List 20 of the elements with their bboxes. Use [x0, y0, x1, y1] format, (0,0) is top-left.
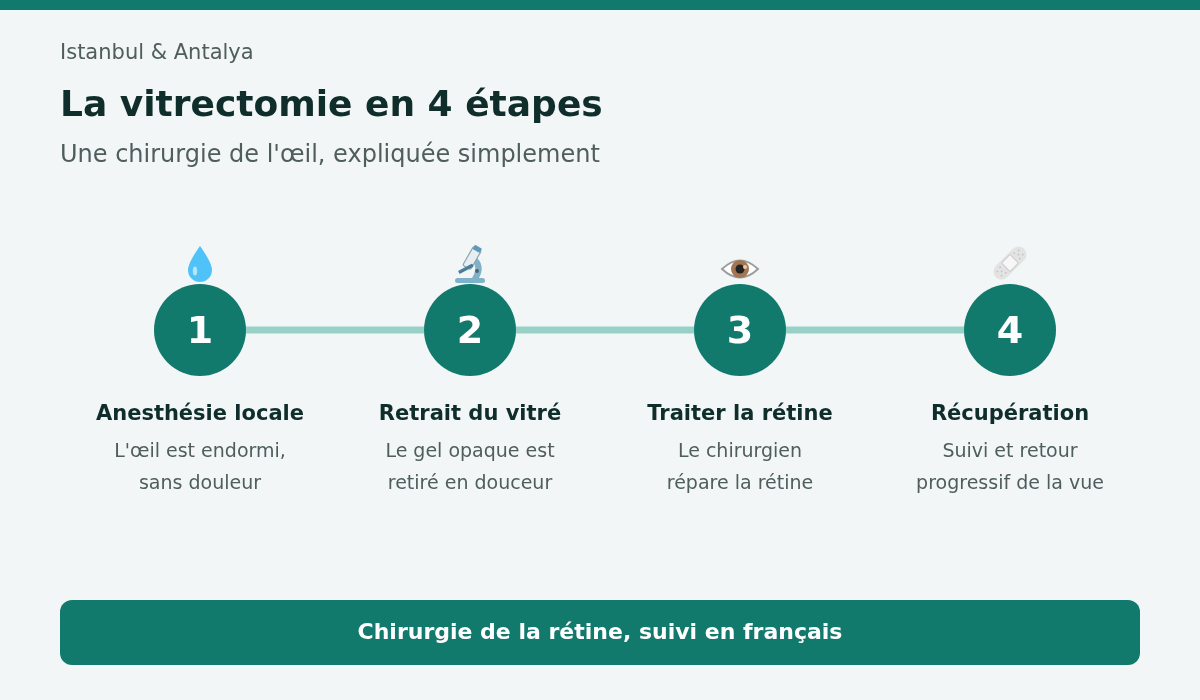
step-title: Récupération — [930, 400, 1090, 427]
step-description: Le gel opaque est retiré en douceur — [384, 438, 556, 495]
connector-line — [516, 326, 694, 334]
step-description: Le chirurgien répare la rétine — [665, 438, 815, 495]
step-title: Traiter la rétine — [647, 400, 833, 427]
banner-text: Chirurgie de la rétine, suivi en français — [357, 619, 843, 646]
footer-banner — [60, 600, 1140, 665]
connector-line — [246, 326, 424, 334]
step-number: 1 — [186, 311, 214, 349]
title: La vitrectomie en 4 étapes — [60, 82, 603, 126]
step-number: 2 — [456, 311, 484, 349]
location-text: Istanbul & Antalya — [60, 40, 254, 66]
step-number: 3 — [726, 311, 754, 349]
step-title: Anesthésie locale — [95, 400, 305, 427]
step-description: L'œil est endormi, sans douleur — [113, 438, 287, 495]
step-description: Suivi et retour progressif de la vue — [915, 438, 1105, 495]
connector-line — [786, 326, 964, 334]
step-title: Retrait du vitré — [378, 400, 562, 427]
step-number: 4 — [996, 311, 1024, 349]
subtitle: Une chirurgie de l'œil, expliquée simplement — [60, 140, 600, 169]
